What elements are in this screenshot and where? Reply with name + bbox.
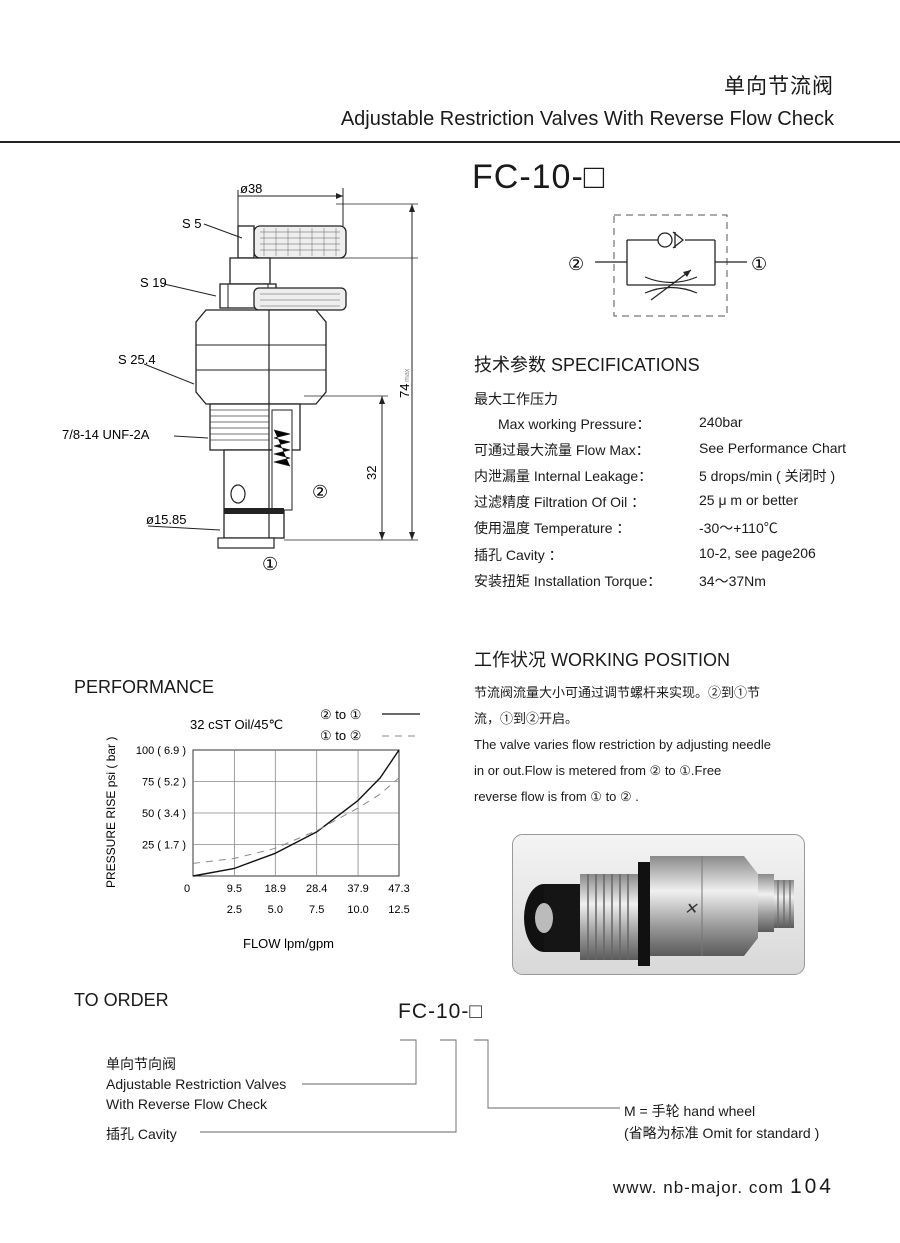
- order-callout-lines: [200, 1039, 620, 1133]
- order-name-en-1: Adjustable Restriction Valves: [106, 1076, 287, 1092]
- x-tick-gpm-1: 5.0: [268, 904, 283, 916]
- header-title-en: Adjustable Restriction Valves With Rever…: [340, 108, 834, 130]
- spec-value-2: See Performance Chart: [699, 440, 847, 456]
- dim-s254: S 25.4: [118, 352, 156, 367]
- order-heading: TO ORDER: [74, 990, 169, 1010]
- spec-label-7: 安装扭矩 Installation Torque：: [474, 573, 662, 589]
- chart-legend: ② to ① ① to ②: [320, 707, 420, 743]
- x-tick-gpm-0: 2.5: [227, 904, 242, 916]
- dim-32: 32: [364, 466, 379, 480]
- y-tick-1: 50 ( 3.4 ): [142, 808, 186, 820]
- chart-ticks: 9.5 2.5 18.9 5.0 28.4 7.5 37.9 10.0 47.3 12.5 0 25 …: [136, 745, 410, 916]
- port-2-label: ②: [312, 482, 328, 502]
- brand-mark-icon: ✕: [684, 901, 698, 918]
- valve-technical-drawing: ø38 S 5 S 19 S 25.4 7/8-14 UNF-2A: [62, 181, 418, 574]
- spec-value-3: 5 drops/min ( 关闭时 ): [699, 468, 836, 484]
- x-tick-gpm-4: 12.5: [388, 904, 409, 916]
- chart-ylabel: PRESSURE RISE psi ( bar ): [104, 737, 118, 888]
- series-line-1: [192, 777, 400, 864]
- order-name-en-2: With Reverse Flow Check: [106, 1096, 268, 1112]
- spec-label-0: 最大工作压力: [474, 391, 558, 407]
- dim-74-max: max: [404, 368, 411, 382]
- footer: www. nb-major. com 104: [613, 1175, 834, 1199]
- order-model: FC-10-□: [398, 1000, 484, 1023]
- x-tick-lpm-0: 9.5: [227, 883, 242, 895]
- dim-s5: S 5: [182, 216, 202, 231]
- footer-url: www. nb-major. com: [612, 1178, 784, 1197]
- model-code: FC-10-□: [472, 158, 606, 196]
- order-name-cn: 单向节向阀: [106, 1056, 176, 1072]
- performance-chart: 32 cST Oil/45℃ ② to ① ① to ② 9.5 2.5 18.9 5…: [104, 707, 420, 951]
- order-option-2: (省略为标准 Omit for standard ): [624, 1125, 820, 1141]
- working-cn-line-2: 流，①到②开启。: [474, 711, 579, 726]
- x-tick-lpm-4: 47.3: [388, 883, 409, 895]
- dim-d1585: ø15.85: [146, 512, 186, 527]
- header-title-cn: 单向节流阀: [724, 75, 834, 98]
- spec-label-3: 内泄漏量 Internal Leakage：: [474, 468, 653, 484]
- symbol-port-2: ②: [568, 254, 584, 274]
- x-tick-lpm-2: 28.4: [306, 883, 327, 895]
- spec-value-7: 34～37Nm: [699, 573, 766, 589]
- symbol-port-1: ①: [751, 254, 767, 274]
- product-photo: ✕: [512, 834, 805, 975]
- hydraulic-symbol: ② ①: [568, 214, 767, 317]
- order-option-1: M = 手轮 hand wheel: [624, 1103, 756, 1119]
- series-line-0: [192, 749, 400, 877]
- working-description: 节流阀流量大小可通过调节螺杆来实现。②到①节 流，①到②开启。 The valv…: [474, 680, 774, 810]
- order-cavity: 插孔 Cavity: [106, 1126, 177, 1142]
- x-tick-origin: 0: [184, 883, 190, 895]
- spec-value-5: -30～+110℃: [699, 520, 778, 536]
- x-tick-lpm-1: 18.9: [265, 883, 286, 895]
- spec-value-4: 25 μ m or better: [699, 492, 799, 508]
- y-tick-3: 100 ( 6.9 ): [136, 745, 186, 757]
- port-1-label: ①: [262, 554, 278, 574]
- header-rule: [0, 141, 900, 143]
- working-en-line-1: The valve varies flow restriction by adj…: [474, 737, 771, 752]
- dim-s19: S 19: [140, 275, 167, 290]
- dim-74: 74: [397, 384, 412, 398]
- spec-label-2: 可通过最大流量 Flow Max：: [474, 442, 650, 458]
- x-tick-gpm-2: 7.5: [309, 904, 324, 916]
- y-tick-0: 25 ( 1.7 ): [142, 840, 186, 852]
- dim-d38: ø38: [240, 181, 262, 196]
- x-tick-lpm-3: 37.9: [347, 883, 368, 895]
- chart-xlabel: FLOW lpm/gpm: [243, 936, 334, 951]
- chart-title: 32 cST Oil/45℃: [190, 717, 283, 732]
- x-tick-gpm-3: 10.0: [347, 904, 368, 916]
- page-number: 104: [789, 1175, 834, 1198]
- spec-label-5: 使用温度 Temperature ：: [474, 520, 631, 536]
- chart-lines: [192, 749, 400, 877]
- spec-value-1: 240bar: [699, 414, 743, 430]
- working-cn-line-1: 节流阀流量大小可通过调节螺杆来实现。②到①节: [474, 685, 761, 700]
- dim-thread: 7/8-14 UNF-2A: [62, 427, 150, 442]
- performance-heading: PERFORMANCE: [74, 677, 215, 697]
- chart-grid: [192, 749, 400, 877]
- specs-heading: 技术参数 SPECIFICATIONS: [474, 355, 700, 375]
- working-en-line-3: reverse flow is from ① to ② .: [474, 789, 639, 804]
- legend-series-0: ② to ①: [320, 707, 361, 722]
- y-tick-2: 75 ( 5.2 ): [142, 777, 186, 789]
- spec-label-1: Max working Pressure：: [498, 416, 651, 432]
- working-en-line-2: in or out.Flow is metered from ② to ①.Fr…: [474, 763, 722, 778]
- working-heading: 工作状况 WORKING POSITION: [474, 650, 731, 670]
- legend-series-1: ① to ②: [320, 728, 361, 743]
- spec-value-6: 10-2, see page206: [699, 545, 816, 561]
- spec-label-6: 插孔 Cavity ：: [474, 547, 563, 563]
- spec-label-4: 过滤精度 Filtration Of Oil ：: [474, 494, 646, 510]
